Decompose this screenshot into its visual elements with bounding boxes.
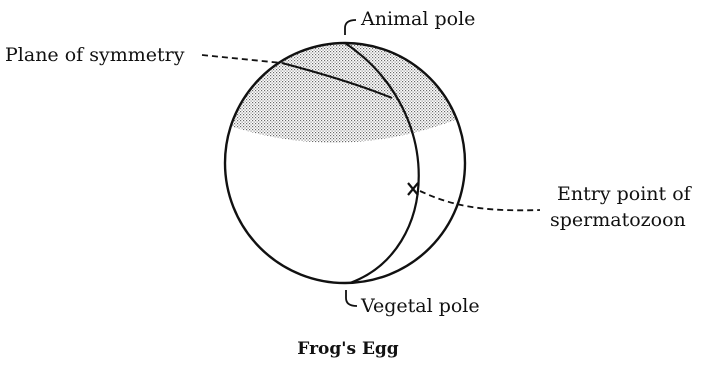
vegetal-pole-hook <box>346 290 357 306</box>
entry-point-label-line2: spermatozoon <box>550 209 686 231</box>
vegetal-pole-label: Vegetal pole <box>360 295 480 317</box>
animal-pole-label: Animal pole <box>360 8 475 30</box>
plane-of-symmetry-label: Plane of symmetry <box>5 44 185 66</box>
plane-of-symmetry-leader <box>202 55 282 63</box>
figure-caption: Frog's Egg <box>297 339 398 359</box>
animal-hemisphere-shading <box>200 30 490 143</box>
entry-point-label-line1: Entry point of <box>557 183 693 205</box>
entry-point-leader <box>420 191 540 210</box>
entry-point-marker <box>408 183 418 195</box>
animal-pole-hook <box>345 20 356 35</box>
